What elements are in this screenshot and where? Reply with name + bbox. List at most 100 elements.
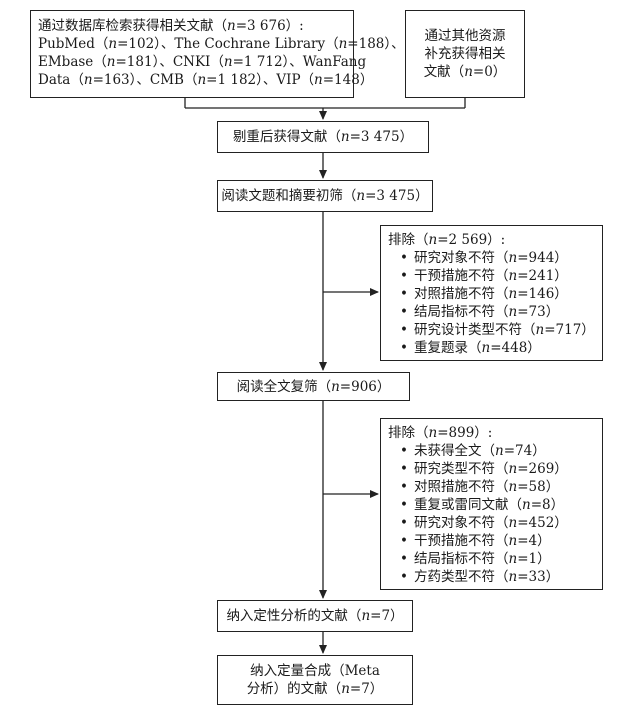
database-search-seg: n xyxy=(227,18,236,34)
exclusion-2-item: • 未获得全文（n=74） xyxy=(400,442,595,460)
bullet-icon: • xyxy=(400,443,408,459)
title-abstract-screen-seg: =3 475） xyxy=(365,188,429,204)
exclusion-1-item: • 重复题录（n=448） xyxy=(400,339,595,357)
database-search-seg: PubMed（ xyxy=(38,36,109,52)
database-search-seg: =1 182）、VIP（ xyxy=(206,72,315,88)
exclusion-1-seg: =73） xyxy=(517,304,560,320)
exclusion-1-seg: n xyxy=(481,340,491,356)
exclusion-2-seg: =74） xyxy=(503,443,546,459)
exclusion-1-item: •结局指标不符（n=73） xyxy=(400,303,595,321)
exclusion-1-seg: =717） xyxy=(544,322,595,338)
exclusion-2-seg: 对照措施不符（ xyxy=(414,479,509,495)
qualitative-box: 纳入定性分析的文献（n=7） xyxy=(217,600,413,632)
bullet-icon: • xyxy=(400,286,408,302)
quantitative-seg: =7） xyxy=(349,681,384,697)
exclusion-1-seg: =448） xyxy=(490,340,541,356)
database-search-line: EMbase（n=181）、CNKI（n=1 712）、WanFang xyxy=(38,53,366,71)
exclusion-2-seg: =33） xyxy=(517,569,560,585)
exclusion-2-header-seg: n xyxy=(428,425,438,441)
quantitative-line: 分析）的文献（n=7） xyxy=(247,680,384,698)
exclusion-2-header: 排除（n=899）: xyxy=(388,424,595,442)
exclusion-2-seg: n xyxy=(508,551,518,567)
exclusion-1-seg: 结局指标不符（ xyxy=(414,304,509,320)
database-search-line: PubMed（n=102）、The Cochrane Library（n=188… xyxy=(38,35,405,53)
exclusion-2-list: •未获得全文（n=74）•研究类型不符（n=269）•对照措施不符（n=58）•… xyxy=(388,442,595,586)
exclusion-2-header-seg: 排除（ xyxy=(388,425,429,441)
exclusion-1-seg: n xyxy=(508,286,518,302)
exclusion-2-seg: 干预措施不符（ xyxy=(414,533,509,549)
exclusion-1-seg: 重复题录（ xyxy=(414,340,482,356)
exclusion-2-seg: n xyxy=(508,515,518,531)
exclusion-2-item: • 干预措施不符（n=4） xyxy=(400,532,595,550)
exclusion-2-item: •研究对象不符（n=452） xyxy=(400,514,595,532)
database-search-line: 通过数据库检索获得相关文献（n=3 676）: xyxy=(38,17,346,35)
exclusion-1-header-seg: =2 569）: xyxy=(437,232,506,248)
exclusion-1-list: •研究对象不符（n=944）•干预措施不符（n=241）•对照措施不符（n=14… xyxy=(388,249,595,357)
exclusion-2-seg: n xyxy=(508,533,518,549)
database-search-seg: 通过数据库检索获得相关文献（ xyxy=(38,18,227,34)
exclusion-2-seg: 方药类型不符（ xyxy=(414,569,509,585)
exclusion-2-seg: =4） xyxy=(517,533,551,549)
exclusion-1-seg: 研究设计类型不符（ xyxy=(414,322,536,338)
database-search-line: Data（n=163）、CMB（n=1 182）、VIP（n=148） xyxy=(38,71,373,89)
exclusion-1-header-seg: n xyxy=(428,232,438,248)
exclusion-2-item: •对照措施不符（n=58） xyxy=(400,478,595,496)
fulltext-screen-seg: n xyxy=(331,378,340,395)
exclusion-2-seg: 重复或雷同文献（ xyxy=(414,497,522,513)
database-search-seg: n xyxy=(314,72,323,88)
bullet-icon: • xyxy=(400,515,408,531)
exclusion-1-seg: =241） xyxy=(517,268,568,284)
database-search-seg: =148） xyxy=(322,72,374,88)
fulltext-screen-seg: =906） xyxy=(339,378,391,395)
database-search-seg: n xyxy=(108,36,118,52)
other-sources-line: 补充获得相关 xyxy=(424,45,507,63)
database-search-seg: n xyxy=(338,36,348,52)
quantitative-seg: 分析）的文献（ xyxy=(246,681,342,697)
other-sources-text: 通过其他资源补充获得相关文献（n=0） xyxy=(424,27,507,81)
exclusion-box-2: 排除（n=899）: •未获得全文（n=74）•研究类型不符（n=269）•对照… xyxy=(380,418,603,590)
exclusion-1-item: •对照措施不符（n=146） xyxy=(400,285,595,303)
database-search-seg: n xyxy=(197,72,207,88)
exclusion-2-seg: n xyxy=(508,569,518,585)
exclusion-2-seg: =1） xyxy=(517,551,551,567)
deduplicated-text: 剔重后获得文献（n=3 475） xyxy=(233,128,413,146)
deduplicated-box: 剔重后获得文献（n=3 475） xyxy=(217,121,429,153)
database-search-seg: =1 712）、WanFang xyxy=(232,54,367,70)
exclusion-box-1: 排除（n=2 569）: •研究对象不符（n=944）•干预措施不符（n=241… xyxy=(380,225,603,361)
database-search-box: 通过数据库检索获得相关文献（n=3 676）:PubMed（n=102）、The… xyxy=(30,10,405,98)
exclusion-1-item: • 干预措施不符（n=241） xyxy=(400,267,595,285)
exclusion-1-seg: n xyxy=(508,268,518,284)
exclusion-2-seg: n xyxy=(495,443,504,459)
other-sources-box: 通过其他资源补充获得相关文献（n=0） xyxy=(405,10,525,98)
database-search-seg: EMbase（ xyxy=(38,54,107,70)
database-search-seg: n xyxy=(106,54,116,70)
qualitative-seg: 纳入定性分析的文献（ xyxy=(226,608,362,624)
exclusion-1-seg: =146） xyxy=(517,286,568,302)
exclusion-2-seg: 未获得全文（ xyxy=(414,443,495,459)
database-search-seg: =188）、 xyxy=(347,36,405,52)
bullet-icon: • xyxy=(400,340,408,356)
exclusion-2-seg: n xyxy=(522,497,531,513)
title-abstract-screen-seg: n xyxy=(356,188,366,204)
bullet-icon: • xyxy=(400,551,408,567)
exclusion-2-item: •重复或雷同文献（n=8） xyxy=(400,496,595,514)
exclusion-1-seg: 干预措施不符（ xyxy=(414,268,509,284)
exclusion-2-seg: 结局指标不符（ xyxy=(414,551,509,567)
bullet-icon: • xyxy=(400,322,408,338)
bullet-icon: • xyxy=(400,304,408,320)
exclusion-1-seg: =944） xyxy=(517,250,568,266)
quantitative-seg: n xyxy=(341,681,350,697)
other-sources-seg: 补充获得相关 xyxy=(424,46,506,62)
database-search-seg: =181）、CNKI（ xyxy=(115,54,224,70)
qualitative-seg: n xyxy=(361,608,371,624)
exclusion-2-seg: 研究类型不符（ xyxy=(414,461,509,477)
bullet-icon: • xyxy=(400,268,408,284)
bullet-icon: • xyxy=(400,533,408,549)
database-search-seg: =102）、The Cochrane Library（ xyxy=(117,36,339,52)
fulltext-screen-box: 阅读全文复筛（n=906） xyxy=(217,372,410,401)
exclusion-2-seg: =269） xyxy=(517,461,568,477)
exclusion-1-header: 排除（n=2 569）: xyxy=(388,231,595,249)
deduplicated-seg: 剔重后获得文献（ xyxy=(232,129,341,145)
exclusion-2-seg: n xyxy=(508,461,518,477)
